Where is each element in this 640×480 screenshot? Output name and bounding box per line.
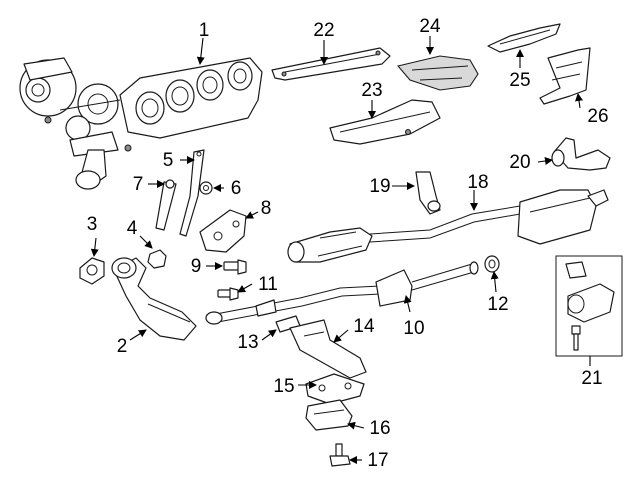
callout-26: 26 (587, 106, 608, 127)
callout-16: 16 (369, 418, 390, 439)
callout-21: 21 (581, 368, 602, 389)
callout-6: 6 (231, 178, 242, 199)
callout-18: 18 (467, 172, 488, 193)
part-21-repair-kit[interactable] (555, 255, 623, 357)
callout-12: 12 (487, 294, 508, 315)
part-22-heat-shield[interactable] (271, 47, 391, 81)
callout-17: 17 (367, 450, 388, 471)
callout-24: 24 (419, 16, 441, 37)
callout-23: 23 (361, 80, 382, 101)
part-11-bolt[interactable] (217, 287, 239, 301)
part-15-mount-plate[interactable] (305, 373, 365, 405)
part-exhaust-manifold-turbo[interactable] (19, 57, 263, 190)
part-20-bracket[interactable] (551, 137, 611, 171)
callout-15: 15 (273, 376, 294, 397)
callout-10: 10 (403, 318, 424, 339)
part-26-heat-shield[interactable] (539, 47, 591, 105)
part-12-clamp[interactable] (484, 255, 500, 273)
part-6-nut[interactable] (199, 181, 213, 195)
callout-22: 22 (313, 20, 334, 41)
part-3-gasket[interactable] (79, 257, 105, 285)
part-16-mount-bracket[interactable] (305, 399, 353, 431)
callout-14: 14 (353, 316, 375, 337)
part-8-bracket[interactable] (199, 209, 247, 253)
callout-numbers: 1 22 24 25 26 23 5 7 6 8 3 4 9 11 2 13 1… (87, 16, 609, 471)
callout-13: 13 (237, 332, 258, 353)
part-19-bracket[interactable] (415, 171, 441, 215)
callout-7: 7 (133, 174, 144, 195)
callout-9: 9 (191, 256, 202, 277)
part-5-support-strap[interactable] (179, 149, 205, 237)
part-24-heat-shield[interactable] (396, 55, 479, 91)
part-7-link-rod[interactable] (155, 179, 177, 231)
part-14-hanger-bracket[interactable] (289, 319, 367, 379)
part-18-rear-exhaust-pipe[interactable] (287, 189, 609, 263)
part-9-bolt[interactable] (223, 259, 247, 275)
part-13-bracket[interactable] (255, 299, 301, 333)
callout-2: 2 (117, 336, 128, 357)
callout-4: 4 (127, 218, 138, 239)
callout-19: 19 (369, 176, 390, 197)
callout-3: 3 (87, 214, 98, 235)
part-2-catalytic-converter[interactable] (111, 257, 197, 341)
part-4-nut[interactable] (147, 249, 167, 269)
callout-20: 20 (509, 152, 530, 173)
callout-8: 8 (261, 198, 272, 219)
callout-1: 1 (199, 20, 210, 41)
callout-11: 11 (258, 274, 278, 295)
part-25-heat-shield[interactable] (487, 23, 561, 53)
leader-lines (90, 36, 591, 464)
part-10-front-pipe[interactable] (205, 261, 479, 325)
part-23-heat-shield[interactable] (329, 99, 441, 145)
callout-5: 5 (163, 150, 174, 171)
part-17-bolt[interactable] (329, 443, 351, 467)
callout-25: 25 (509, 70, 530, 91)
